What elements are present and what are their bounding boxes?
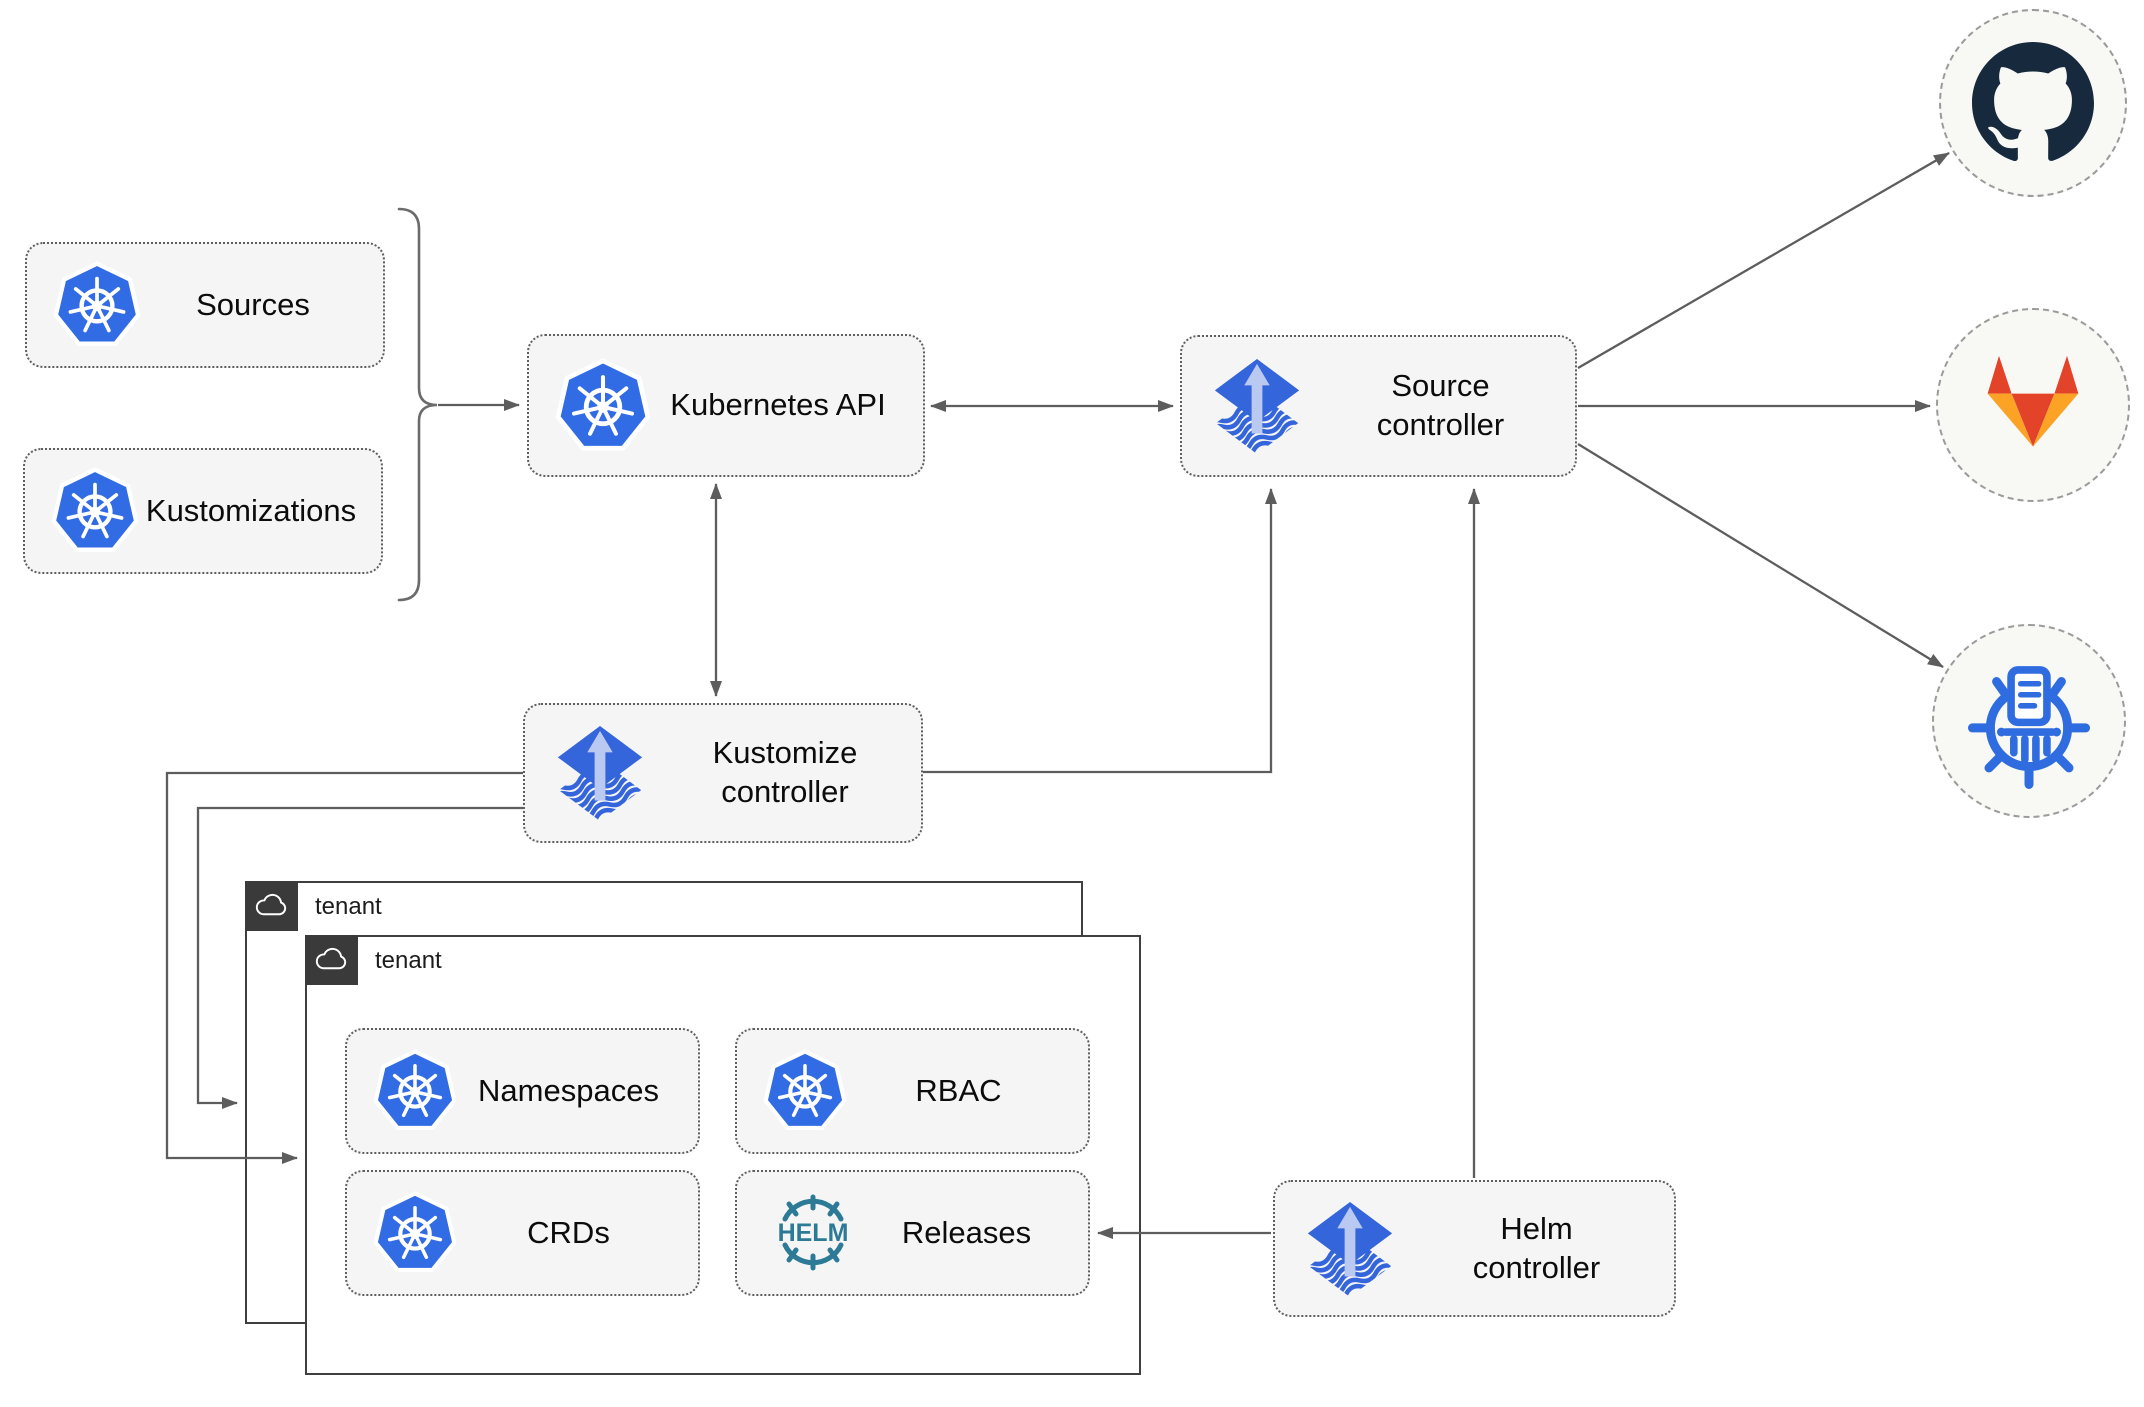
- github-octocat-icon: [1972, 42, 2094, 161]
- kubernetes-icon: [555, 358, 651, 454]
- tenant-label: tenant: [375, 947, 442, 974]
- node-helm-controller: Helm controller: [1273, 1180, 1676, 1317]
- node-label: Namespaces: [478, 1072, 659, 1108]
- kubernetes-icon: [373, 1049, 457, 1133]
- cloud-icon: [315, 947, 347, 969]
- node-label: RBAC: [915, 1072, 1002, 1108]
- node-label: CRDs: [527, 1214, 610, 1250]
- edge-kustomize-controller-to-source-controller: [923, 488, 1277, 774]
- tenant-tab: [244, 880, 298, 931]
- node-label: Kustomize controller: [712, 735, 858, 809]
- node-source-controller: Source controller: [1180, 335, 1577, 477]
- node-rbac: RBAC: [735, 1028, 1090, 1154]
- node-namespaces: Namespaces: [345, 1028, 700, 1154]
- brace-sources-group: [397, 207, 438, 602]
- node-label: Helm controller: [1472, 1210, 1601, 1285]
- node-label: Sources: [196, 286, 310, 322]
- kubernetes-icon: [373, 1191, 457, 1275]
- flux-icon: [1301, 1197, 1399, 1301]
- kubernetes-icon: [51, 467, 139, 555]
- endpoint-chartmuseum: [1932, 624, 2126, 818]
- tenant-label: tenant: [315, 893, 382, 920]
- node-kustomizations: Kustomizations: [23, 448, 383, 574]
- tenant-group-inner: tenant: [304, 934, 1141, 1375]
- flux-icon: [551, 721, 649, 825]
- node-label: Kubernetes API: [670, 387, 886, 423]
- cloud-icon: [255, 893, 287, 915]
- kubernetes-icon: [763, 1049, 847, 1133]
- node-label: Source controller: [1376, 368, 1505, 442]
- gitlab-tanuki-icon: [1987, 355, 2079, 447]
- node-label: Kustomizations: [145, 492, 357, 528]
- helm-wordmark: HELM: [778, 1219, 849, 1247]
- helm-logo-icon: HELM: [763, 1193, 863, 1273]
- node-label: Releases: [901, 1214, 1032, 1250]
- edge-source-controller-to-github: [1577, 152, 1950, 369]
- node-kubernetes-api: Kubernetes API: [527, 334, 925, 477]
- endpoint-github: [1939, 9, 2127, 197]
- chartmuseum-wheel-column-icon: [1967, 666, 2091, 789]
- kubernetes-icon: [53, 261, 141, 349]
- edge-source-controller-to-chartmuseum: [1577, 443, 1944, 668]
- node-releases: HELM Releases: [735, 1170, 1090, 1296]
- tenant-tab: [304, 934, 358, 985]
- node-sources: Sources: [25, 242, 385, 368]
- node-crds: CRDs: [345, 1170, 700, 1296]
- node-kustomize-controller: Kustomize controller: [523, 703, 923, 843]
- endpoint-gitlab: [1936, 308, 2130, 502]
- flux-icon: [1208, 354, 1306, 458]
